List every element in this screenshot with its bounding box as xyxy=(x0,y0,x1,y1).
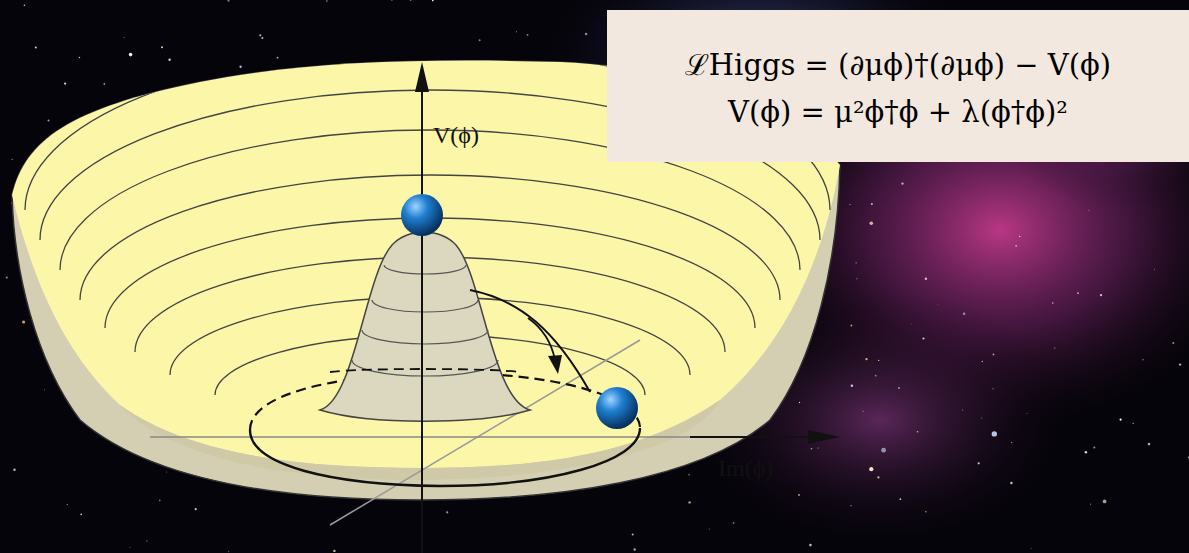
formula-box: ℒHiggs = (∂μϕ)†(∂μϕ) − V(ϕ) V(ϕ) = μ²ϕ†ϕ … xyxy=(607,10,1189,162)
formula-line: ℒHiggs = (∂μϕ)†(∂μϕ) − V(ϕ) xyxy=(685,44,1111,83)
formula-line: V(ϕ) = μ²ϕ†ϕ + λ(ϕ†ϕ)² xyxy=(728,95,1068,129)
axis-label: V(ϕ) xyxy=(433,122,479,149)
axis-label: Im(ϕ) xyxy=(718,455,773,482)
